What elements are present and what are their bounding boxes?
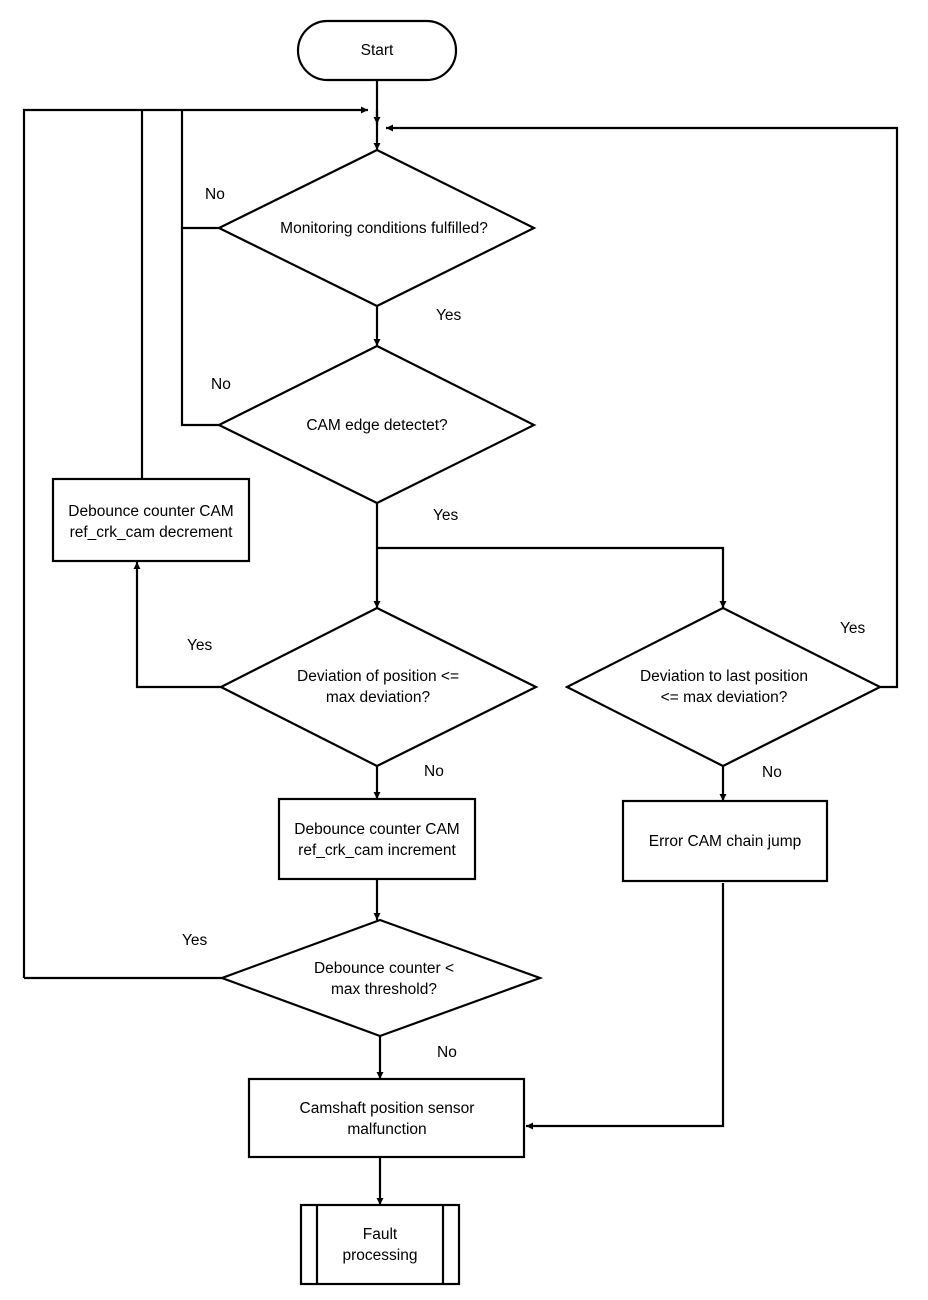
increment-label-line2: ref_crk_cam increment: [298, 842, 456, 859]
dev-last-label-line1: Deviation to last position: [640, 668, 808, 685]
cam-edge-label: CAM edge detectet?: [306, 417, 448, 434]
decrement-process: [51, 477, 251, 563]
dev-position-no-label: No: [424, 763, 444, 780]
monitoring-yes-label: Yes: [436, 307, 462, 324]
cam-edge-no-label: No: [211, 376, 231, 393]
chain-jump-label: Error CAM chain jump: [649, 833, 801, 850]
connector-monitoring-no-loop: [180, 110, 219, 230]
dev-position-yes-label: Yes: [187, 637, 213, 654]
malfunction-label-line2: malfunction: [347, 1121, 426, 1138]
dev-last-no-label: No: [762, 764, 782, 781]
malfunction-process: [247, 1077, 526, 1159]
increment-label-line1: Debounce counter CAM: [294, 821, 459, 838]
decrement-label-line1: Debounce counter CAM: [68, 503, 233, 520]
monitoring-no-label: No: [205, 186, 225, 203]
fault-label-line2: processing: [343, 1247, 418, 1264]
chain-jump-process: [621, 799, 829, 883]
connector-top-return-bus: [22, 110, 368, 980]
dev-position-decision: [218, 606, 539, 768]
monitoring-decision: [216, 148, 537, 308]
monitoring-label: Monitoring conditions fulfilled?: [280, 220, 488, 237]
connector-cam-edge-no-loop: [180, 228, 219, 427]
threshold-decision: [218, 918, 544, 1038]
cam-edge-yes-label: Yes: [433, 507, 459, 524]
connector-dev-pos-yes: [133, 562, 221, 689]
connector-split-to-dev-last: [377, 546, 727, 608]
connector-chain-jump-to-malfunction: [526, 883, 725, 1130]
fault-subprocess: [299, 1203, 461, 1286]
dev-last-decision: [564, 606, 883, 768]
connector-dev-last-yes-loop: [386, 124, 899, 689]
threshold-label-line1: Debounce counter <: [314, 960, 454, 977]
start-terminal: [296, 19, 458, 82]
dev-position-label-line1: Deviation of position <=: [297, 668, 459, 685]
cam-edge-decision: [216, 344, 537, 505]
decrement-label-line2: ref_crk_cam decrement: [70, 524, 234, 541]
start-label: Start: [361, 42, 394, 59]
malfunction-label-line1: Camshaft position sensor: [300, 1100, 475, 1117]
fault-label-line1: Fault: [363, 1226, 398, 1243]
threshold-no-label: No: [437, 1044, 457, 1061]
threshold-label-line2: max threshold?: [331, 981, 437, 998]
threshold-yes-label: Yes: [182, 932, 208, 949]
increment-process: [277, 797, 477, 881]
dev-position-label-line2: max deviation?: [326, 689, 431, 706]
dev-last-yes-label: Yes: [840, 620, 866, 637]
dev-last-label-line2: <= max deviation?: [661, 689, 788, 706]
